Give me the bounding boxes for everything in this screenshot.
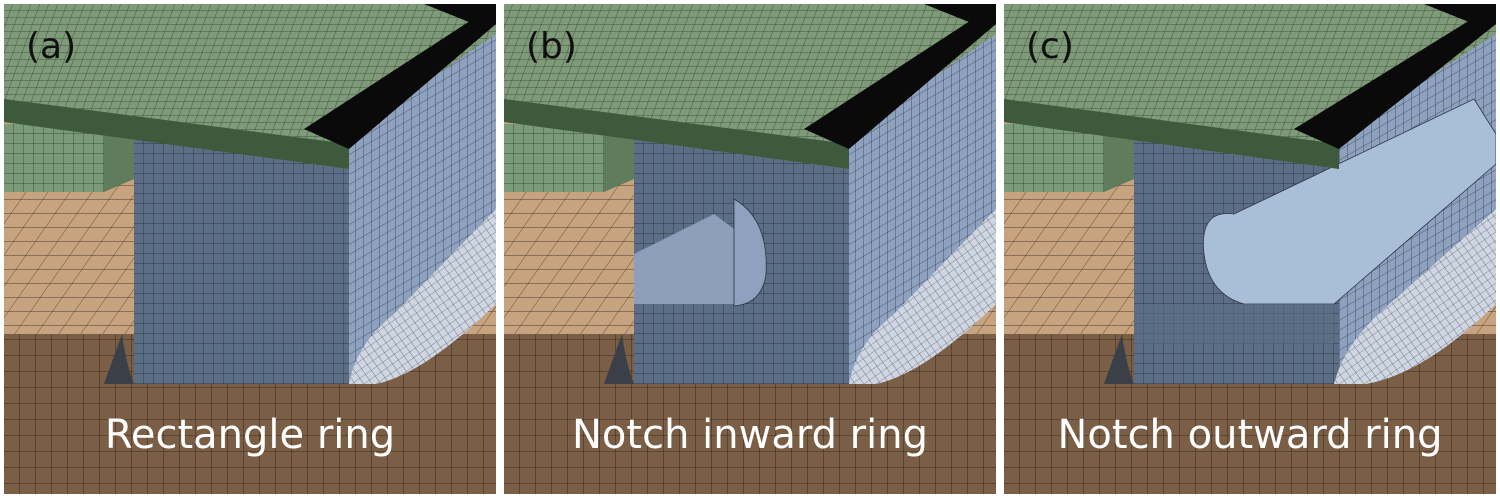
panel-a-caption: Rectangle ring	[104, 412, 396, 458]
panel-b-mesh-render	[504, 4, 996, 494]
panel-c-letter: (c)	[1026, 26, 1074, 67]
panel-c-caption: Notch outward ring	[1057, 412, 1443, 458]
panel-c: (c) Notch outward ring	[1004, 4, 1496, 494]
panel-a: (a) Rectangle ring	[4, 4, 496, 494]
panel-a-letter: (a)	[26, 26, 77, 67]
panel-c-mesh-render	[1004, 4, 1496, 494]
panel-b: (b) Notch inward ring	[504, 4, 996, 494]
panel-b-caption: Notch inward ring	[572, 412, 928, 458]
panel-b-letter: (b)	[526, 26, 577, 67]
panel-a-mesh-render	[4, 4, 496, 494]
